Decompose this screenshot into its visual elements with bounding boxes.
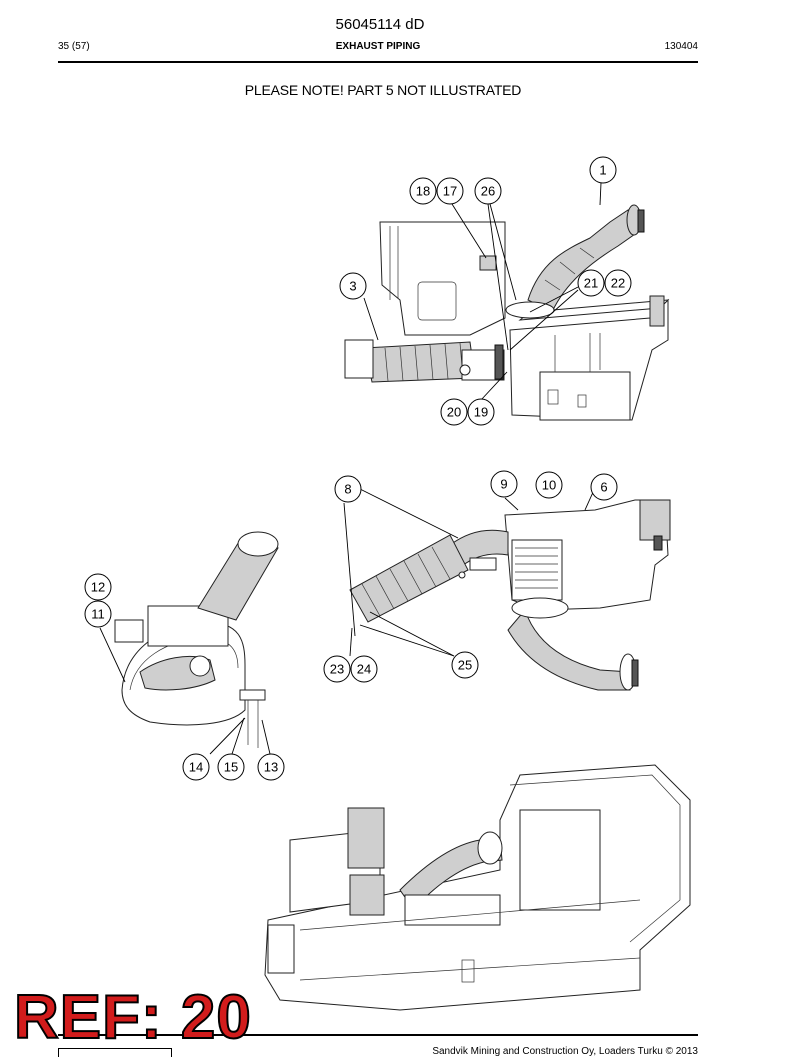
callout-18: 18 [409,177,437,205]
svg-text:24: 24 [357,662,371,677]
callout-21: 21 [577,269,605,297]
callout-19: 19 [467,398,495,426]
view-middle-assembly [349,499,671,691]
svg-text:19: 19 [474,405,488,420]
callout-17: 17 [436,177,464,205]
callout-1: 1 [589,156,617,184]
svg-text:3: 3 [349,279,356,294]
svg-text:1: 1 [599,163,606,178]
svg-text:17: 17 [443,184,457,199]
svg-text:20: 20 [447,405,461,420]
callout-10: 10 [535,471,563,499]
callout-22: 22 [604,269,632,297]
callout-3: 3 [339,272,367,300]
svg-text:15: 15 [224,760,238,775]
svg-text:6: 6 [600,480,607,495]
svg-text:8: 8 [344,482,351,497]
svg-text:21: 21 [584,276,598,291]
callout-13: 13 [257,753,285,781]
callout-26: 26 [474,177,502,205]
svg-text:26: 26 [481,184,495,199]
view-top-assembly [344,204,670,421]
date-code: 130404 [664,41,698,52]
svg-text:14: 14 [189,760,203,775]
callout-25: 25 [451,651,479,679]
header-rule [58,61,698,63]
callout-8: 8 [334,475,362,503]
footer-copyright: Sandvik Mining and Construction Oy, Load… [432,1046,698,1057]
callout-6: 6 [590,473,618,501]
callout-23: 23 [323,655,351,683]
svg-text:13: 13 [264,760,278,775]
illustration-note: PLEASE NOTE! PART 5 NOT ILLUSTRATED [244,82,522,98]
section-title: EXHAUST PIPING [335,41,421,52]
svg-text:18: 18 [416,184,430,199]
view-machine-frame [264,764,691,1011]
leader-lines [99,182,602,755]
document-number: 56045114 dD [335,16,425,33]
reference-stamp: REF: 20 [13,982,252,1053]
svg-text:9: 9 [500,477,507,492]
callout-20: 20 [440,398,468,426]
svg-text:23: 23 [330,662,344,677]
callout-11: 11 [84,600,112,628]
callout-12: 12 [84,573,112,601]
callout-14: 14 [182,753,210,781]
svg-text:25: 25 [458,658,472,673]
svg-text:11: 11 [91,607,105,622]
callout-9: 9 [490,470,518,498]
page-number: 35 (57) [58,41,90,52]
svg-text:12: 12 [91,580,105,595]
callout-24: 24 [350,655,378,683]
svg-text:22: 22 [611,276,625,291]
callout-15: 15 [217,753,245,781]
svg-text:10: 10 [542,478,556,493]
footer-rule [58,1034,698,1036]
view-left-assembly [114,531,279,748]
